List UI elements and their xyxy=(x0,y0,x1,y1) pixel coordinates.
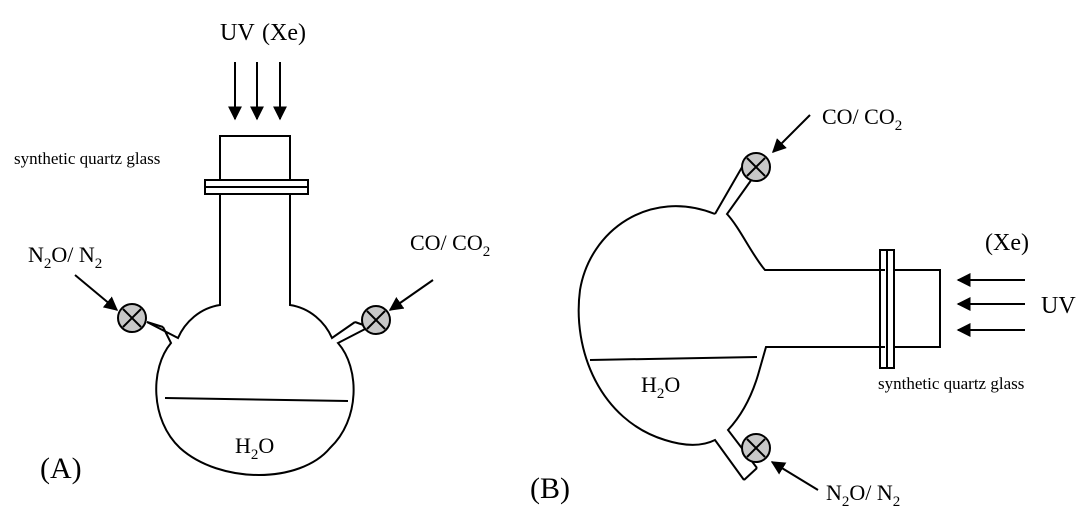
panel-a-liquid-level xyxy=(164,397,349,402)
valve-icon xyxy=(361,305,391,335)
panel-a-uv-label: UV xyxy=(220,20,255,46)
panel-b-label: (B) xyxy=(530,472,570,505)
panel-b-inlet-top-label: CO/ CO2 xyxy=(822,104,902,134)
panel-b-window-label: synthetic quartz glass xyxy=(878,374,1024,393)
panel-b-inlet-bottom-label: N2O/ N2 xyxy=(826,480,900,510)
panel-b-bottom-tube-cap xyxy=(743,467,758,481)
arrow-icon xyxy=(772,114,811,153)
panel-a-uv-arrows xyxy=(228,62,287,121)
arrow-icon xyxy=(770,461,819,491)
arrow-icon xyxy=(388,279,434,311)
panel-a-left-tube-cap xyxy=(146,321,164,328)
panel-b-liquid-level xyxy=(589,356,758,361)
panel-b-quartz-window xyxy=(893,269,941,348)
panel-a-label: (A) xyxy=(40,452,82,485)
valve-icon xyxy=(741,433,771,463)
valve-icon xyxy=(741,152,771,182)
panel-a-xe-label: (Xe) xyxy=(262,20,306,46)
panel-a-window-label: synthetic quartz glass xyxy=(14,149,160,168)
panel-b-flask xyxy=(577,161,885,481)
panel-a: UV (Xe) synthetic quartz glass H2O xyxy=(14,20,490,485)
panel-b-xe-label: (Xe) xyxy=(985,230,1029,256)
panel-b-uv-arrows xyxy=(956,273,1025,337)
panel-a-inlet-right-label: CO/ CO2 xyxy=(410,230,490,260)
panel-a-inlet-left-label: N2O/ N2 xyxy=(28,242,102,272)
panel-b-uv-label: UV xyxy=(1041,293,1076,319)
panel-a-liquid-label: H2O xyxy=(235,433,274,463)
valve-icon xyxy=(117,303,147,333)
panel-a-quartz-window xyxy=(219,135,291,181)
panel-b-liquid-label: H2O xyxy=(641,372,680,402)
arrow-icon xyxy=(74,274,119,311)
panel-a-flask xyxy=(146,194,370,476)
panel-b: synthetic quartz glass H2O CO/ CO2 N2O/ … xyxy=(530,104,1076,510)
